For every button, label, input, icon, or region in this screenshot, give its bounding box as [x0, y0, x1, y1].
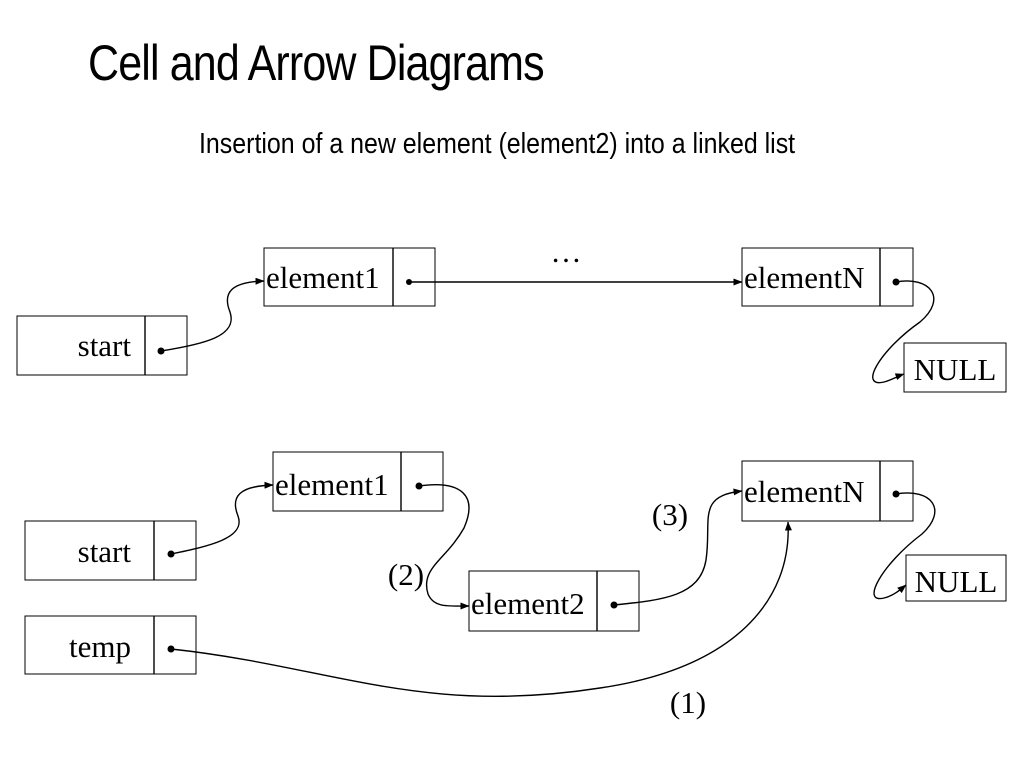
- before-start-to-element1-arrow: [160, 277, 265, 352]
- after-null-label: NULL: [915, 564, 998, 599]
- after-start-cell: start: [24, 520, 197, 581]
- after-step2-label: (2): [388, 557, 424, 592]
- after-step3-label: (3): [652, 497, 688, 532]
- before-null-cell: NULL: [903, 342, 1007, 393]
- before-start-label: start: [78, 328, 132, 363]
- after-elementN-to-null-arrow: [873, 492, 936, 600]
- before-ellipsis: …: [551, 234, 582, 269]
- after-temp-cell: temp: [24, 615, 197, 675]
- after-element2-cell: element2: [468, 570, 640, 632]
- after-element2-to-elementN-arrow: [613, 488, 743, 606]
- before-diagram: start element1 … elementN NULL: [16, 234, 1007, 393]
- after-elementN-cell: elementN: [741, 460, 914, 522]
- after-element1-label: element1: [275, 467, 389, 502]
- after-start-label: start: [78, 534, 132, 569]
- before-elementN-to-null-arrow: [872, 280, 935, 384]
- after-element2-label: element2: [471, 586, 585, 621]
- after-temp-label: temp: [69, 629, 131, 664]
- after-null-cell: NULL: [905, 554, 1007, 602]
- slide-title: Cell and Arrow Diagrams: [88, 35, 545, 91]
- after-elementN-label: elementN: [744, 474, 865, 509]
- before-start-cell: start: [16, 315, 188, 376]
- before-elementN-label: elementN: [744, 260, 865, 295]
- before-element1-label: element1: [266, 260, 380, 295]
- slide-subtitle: Insertion of a new element (element2) in…: [199, 128, 796, 160]
- after-element1-to-element2-arrow: [418, 484, 470, 610]
- before-elementN-cell: elementN: [741, 247, 914, 307]
- after-temp-to-elementN-arrow: [170, 521, 792, 698]
- after-diagram: start temp element1 element2: [24, 451, 1007, 720]
- after-step1-label: (1): [670, 685, 706, 720]
- before-element1-cell: element1: [263, 247, 436, 307]
- before-null-label: NULL: [914, 352, 997, 387]
- after-start-to-element1-arrow: [170, 481, 274, 555]
- after-element1-cell: element1: [272, 451, 444, 512]
